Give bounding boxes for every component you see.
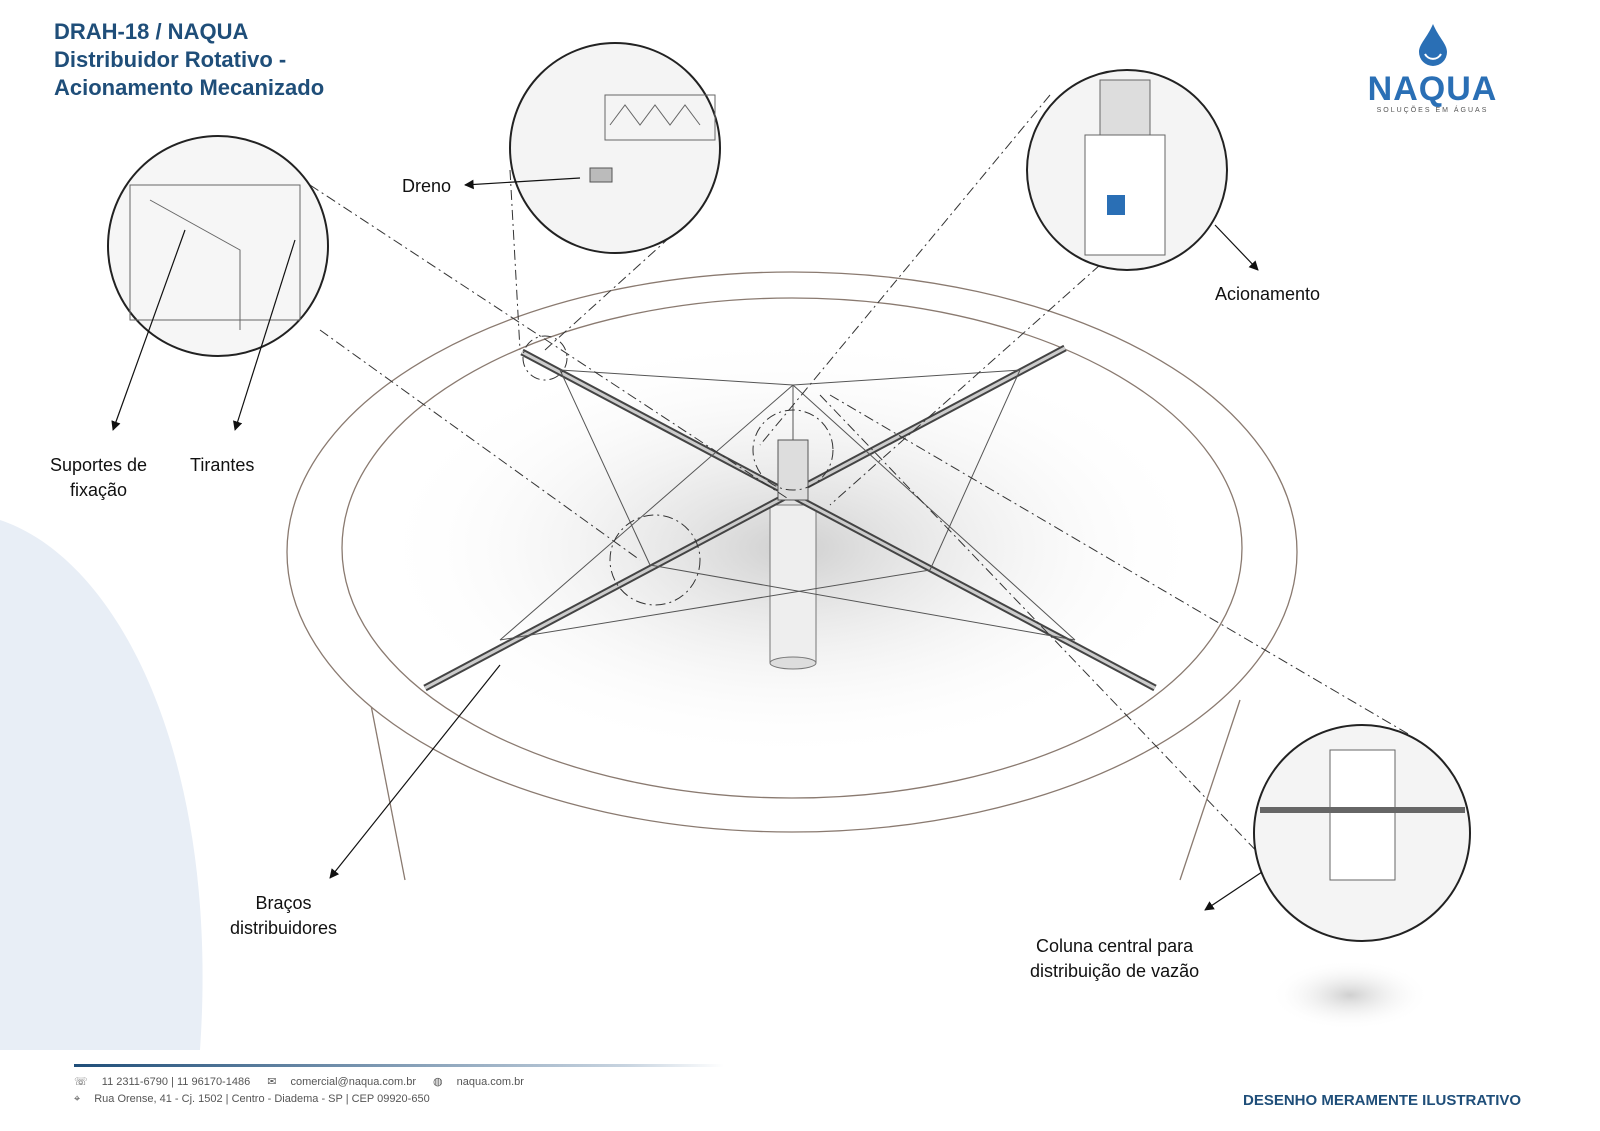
tie-rods <box>499 369 1076 641</box>
globe-icon: ◍ <box>433 1076 443 1088</box>
label-line: fixação <box>70 480 128 500</box>
label-line: Coluna central para <box>1036 936 1194 956</box>
logo-tagline: SOLUÇÕES EM ÁGUAS <box>1376 107 1489 114</box>
disclaimer: DESENHO MERAMENTE ILUSTRATIVO <box>1243 1092 1522 1109</box>
footer-address: Rua Orense, 41 - Cj. 1502 | Centro - Dia… <box>94 1093 430 1105</box>
inset-coluna <box>1253 724 1471 942</box>
central-column <box>769 504 817 664</box>
phone-icon: ☏ <box>74 1076 88 1088</box>
footer-email[interactable]: comercial@naqua.com.br <box>290 1076 416 1088</box>
page-title: DRAH-18 / NAQUA Distribuidor Rotativo - … <box>54 18 324 102</box>
label-suportes: Suportes de fixação <box>50 453 147 503</box>
mail-icon: ✉ <box>267 1076 277 1088</box>
logo-name: NAQUA <box>1367 70 1498 108</box>
title-line: Distribuidor Rotativo - <box>54 47 287 72</box>
location-pin-icon: ⌖ <box>74 1093 81 1105</box>
label-dreno: Dreno <box>402 176 452 196</box>
label-tirantes: Tirantes <box>190 455 255 475</box>
distributor-arms <box>423 344 1157 692</box>
label-bracos: Braços distribuidores <box>230 891 337 941</box>
footer-contact: ☏ 11 2311-6790 | 11 96170-1486 ✉ comercial… <box>74 1074 538 1108</box>
footer-website[interactable]: naqua.com.br <box>456 1076 524 1088</box>
footer-divider <box>74 1064 724 1067</box>
callout-lines <box>309 94 1411 861</box>
title-line: Acionamento Mecanizado <box>54 75 325 100</box>
naqua-logo: NAQUA SOLUÇÕES EM ÁGUAS <box>1360 22 1505 114</box>
label-line: distribuidores <box>230 918 338 938</box>
water-drop-icon <box>1418 24 1447 66</box>
label-arrows <box>111 177 1263 911</box>
label-line: Braços <box>255 893 312 913</box>
footer-phones: 11 2311-6790 | 11 96170-1486 <box>101 1076 251 1088</box>
inset-acionamento <box>1026 69 1228 271</box>
background-wave <box>0 520 203 1050</box>
label-line: Suportes de <box>50 455 148 475</box>
label-coluna: Coluna central para distribuição de vazã… <box>1030 934 1199 984</box>
inset-suportes <box>107 135 329 357</box>
label-acionamento: Acionamento <box>1215 284 1321 304</box>
title-line: DRAH-18 / NAQUA <box>54 19 249 44</box>
inset-dreno <box>509 42 721 254</box>
label-line: distribuição de vazão <box>1030 961 1200 981</box>
